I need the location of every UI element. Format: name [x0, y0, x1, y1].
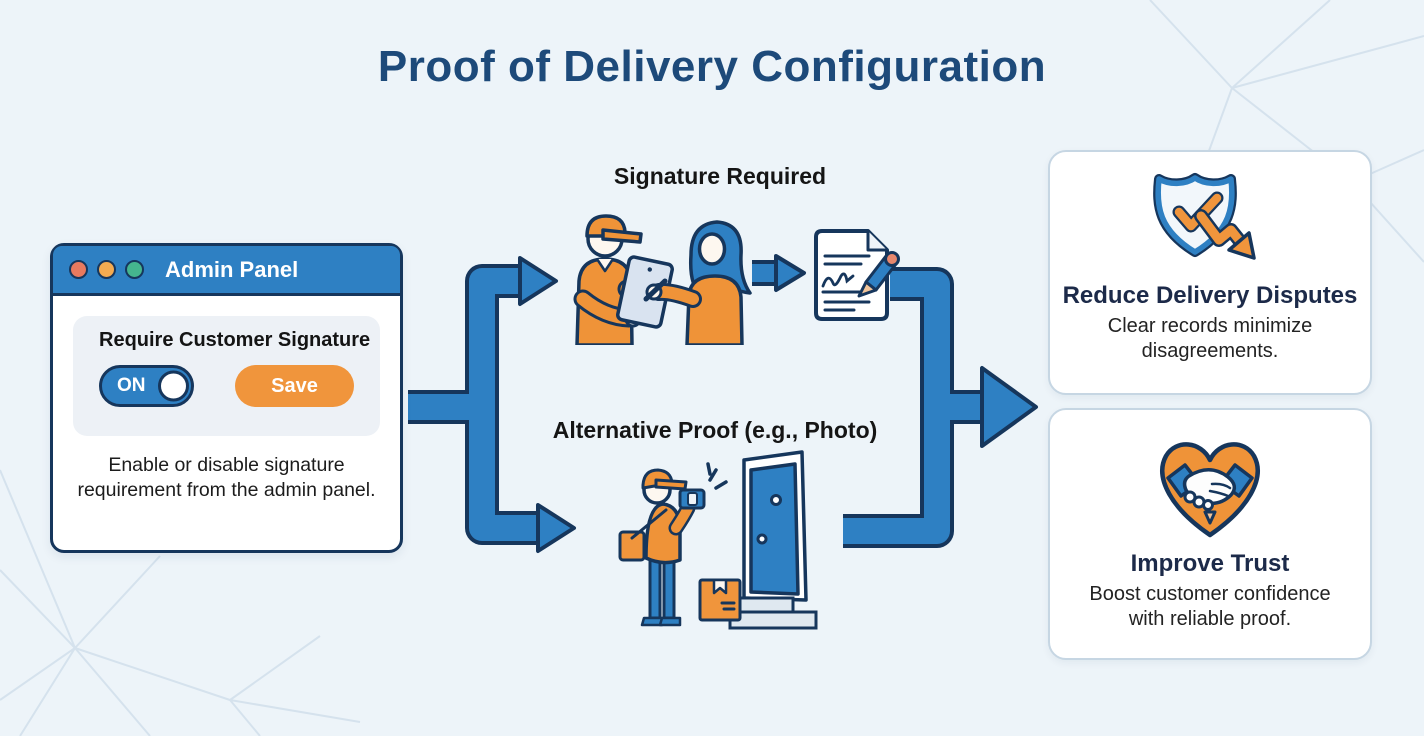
- front-door: [728, 450, 818, 630]
- admin-panel-titlebar: Admin Panel: [53, 246, 400, 296]
- camera-flash-marks: [706, 462, 728, 490]
- save-button[interactable]: Save: [235, 365, 354, 407]
- package-box: [698, 578, 742, 622]
- alternative-branch-label: Alternative Proof (e.g., Photo): [552, 417, 878, 443]
- benefit-title: Improve Trust: [1130, 550, 1290, 577]
- benefit-card-improve-trust: Improve Trust Boost customer confidence …: [1048, 408, 1372, 660]
- setting-label: Require Customer Signature: [99, 329, 371, 351]
- signature-branch-label: Signature Required: [613, 163, 827, 189]
- customer-figure: [643, 220, 752, 345]
- benefit-description: Clear records minimize disagreements.: [1107, 315, 1313, 362]
- camera-icon: [678, 488, 706, 510]
- benefit-card-reduce-disputes: Reduce Delivery Disputes Clear records m…: [1048, 150, 1372, 395]
- admin-panel-window: Admin Panel Require Customer Signature O…: [50, 243, 403, 553]
- admin-panel-body: Require Customer Signature ON Save Enabl…: [53, 296, 400, 503]
- courier-bag: [618, 530, 646, 562]
- toggle-knob[interactable]: [158, 370, 189, 402]
- signature-scene-illustration: [573, 214, 752, 345]
- window-dot-yellow-icon: [97, 260, 116, 279]
- stylus-pen-icon: [643, 278, 668, 302]
- courier-figure: [618, 462, 728, 627]
- heart-handshake-icon: [1160, 442, 1260, 538]
- benefit-description: Boost customer confidence with reliable …: [1089, 583, 1331, 630]
- page-title: Proof of Delivery Configuration: [377, 42, 1047, 91]
- admin-panel-title: Admin Panel: [165, 256, 299, 282]
- signature-setting-card: Require Customer Signature ON Save: [73, 316, 380, 436]
- signature-toggle[interactable]: ON: [99, 365, 194, 407]
- benefit-title: Reduce Delivery Disputes: [1062, 282, 1358, 309]
- admin-panel-description: Enable or disable signature requirement …: [77, 454, 376, 501]
- window-dot-green-icon: [125, 260, 144, 279]
- signed-document-icon: [814, 229, 900, 321]
- photo-proof-scene-illustration: [618, 450, 818, 630]
- toggle-state-label: ON: [117, 375, 146, 396]
- shield-check-decline-icon: [1153, 173, 1256, 260]
- window-dot-red-icon: [69, 260, 88, 279]
